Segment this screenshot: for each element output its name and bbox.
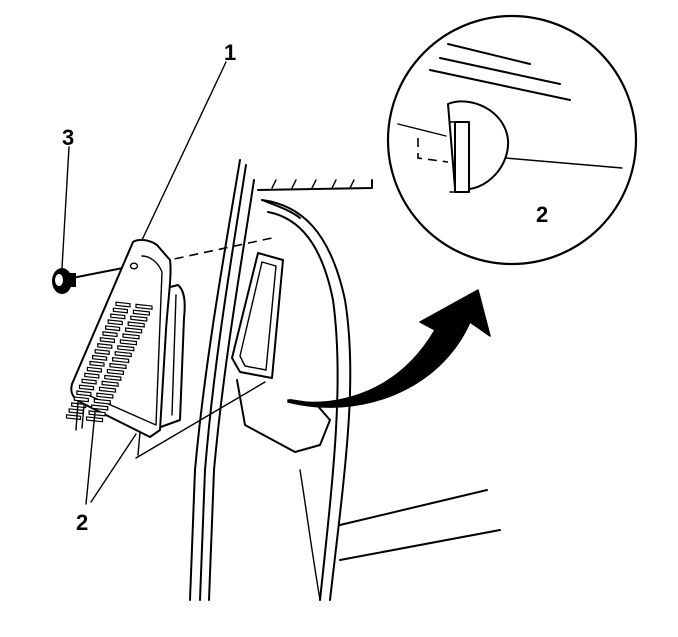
louver-slot <box>104 325 121 332</box>
louver-slot <box>111 356 130 364</box>
louver-slot <box>93 398 111 405</box>
louver-slot <box>76 390 92 397</box>
louver-slot <box>73 396 89 403</box>
louver-slot <box>88 410 106 417</box>
louver-slot <box>107 319 123 326</box>
louver-slot <box>68 408 84 415</box>
louver-slot <box>127 321 145 328</box>
louver-slot <box>99 337 116 344</box>
louver-slot <box>114 351 132 358</box>
louver-slot <box>132 309 150 316</box>
vent-louver-slots <box>65 301 153 423</box>
louver-slot <box>97 343 113 350</box>
louver-slot <box>71 402 87 409</box>
louver-slot <box>101 380 119 387</box>
louver-slot <box>81 378 97 385</box>
install-path-line <box>159 237 273 263</box>
louver-slot <box>104 374 122 381</box>
louver-slot <box>91 404 109 411</box>
callout-2-detail: 2 <box>536 202 548 227</box>
louver-slot <box>119 339 138 346</box>
louver-slot <box>84 372 100 379</box>
louver-slot <box>122 333 140 340</box>
body-pillar <box>189 159 501 601</box>
callout-2: 2 <box>76 510 88 535</box>
louver-slot <box>115 301 131 308</box>
louver-slot <box>89 360 105 367</box>
louver-slot <box>112 307 129 314</box>
louver-slot <box>130 315 148 322</box>
louver-slot <box>98 386 117 393</box>
callout-1: 1 <box>224 40 236 65</box>
vent-assembly <box>65 238 186 456</box>
detail-callout-arrow <box>287 289 491 408</box>
louver-slot <box>102 331 118 338</box>
louver-slot <box>117 345 135 352</box>
detail-view <box>386 14 638 266</box>
louver-slot <box>110 313 126 320</box>
louver-slot <box>91 354 108 361</box>
louver-slot <box>135 303 153 310</box>
louver-slot <box>124 327 143 334</box>
louver-slot <box>96 392 114 399</box>
louver-slot <box>86 366 103 373</box>
louver-slot <box>65 414 82 421</box>
louver-slot <box>109 362 127 370</box>
louver-slot <box>106 368 125 376</box>
callout-3: 3 <box>62 125 74 150</box>
louver-slot <box>94 348 110 355</box>
louver-slot <box>78 384 95 391</box>
